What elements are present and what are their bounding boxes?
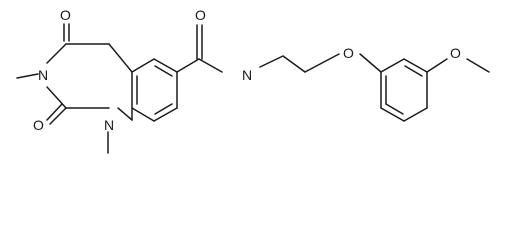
atom-n3: N <box>38 67 48 83</box>
bond-carbonyl-n <box>198 58 223 73</box>
bonds <box>16 23 490 154</box>
bond-n3-c2 <box>46 86 67 109</box>
atom-o-c2: O <box>33 117 44 133</box>
atom-n-amide: N <box>242 67 252 83</box>
bond-ch2-o <box>304 53 340 73</box>
bond-c7-c8-inner <box>154 103 173 115</box>
bond-ch2-ch2 <box>282 55 306 73</box>
bond-c5-c6 <box>153 58 178 73</box>
bond-c5-c6-inner <box>154 65 173 77</box>
bond-c2p-c3p-inner <box>404 65 423 77</box>
bond-n-ch2 <box>259 55 284 68</box>
atom-o-amide: O <box>195 7 206 23</box>
bond-c4p-c5p <box>403 107 428 122</box>
bond-n1-c8a <box>117 107 133 121</box>
atom-n1: N <box>104 117 114 133</box>
bond-c2p-c3p <box>403 58 428 73</box>
bond-c4a-c4 <box>108 43 133 73</box>
bond-c7-c8 <box>153 107 178 122</box>
atom-labels: O N O N O N O O <box>33 7 461 133</box>
bond-o-methyl <box>466 58 490 73</box>
bond-c5p-c6p-inner <box>385 103 404 115</box>
bond-c4a-c5 <box>131 58 155 73</box>
bond-o-c1p <box>359 53 382 73</box>
bond-c3p-o <box>426 58 448 73</box>
chemical-structure: O N O N O N O O <box>16 7 490 154</box>
bond-c2-o-double <box>46 103 63 121</box>
bond-c1p-c2p <box>380 58 405 73</box>
atom-o-methoxy: O <box>450 45 461 61</box>
bond-n3-c4 <box>46 43 67 64</box>
atom-o-ether: O <box>343 45 354 61</box>
bond-c5p-c6p <box>380 107 405 122</box>
bond-n3-methyl <box>16 73 39 79</box>
atom-o-c4: O <box>60 7 71 23</box>
bond-c6-carbonyl <box>176 58 200 73</box>
bond-c2-o <box>49 107 67 125</box>
bond-c8-c8a <box>131 107 155 122</box>
